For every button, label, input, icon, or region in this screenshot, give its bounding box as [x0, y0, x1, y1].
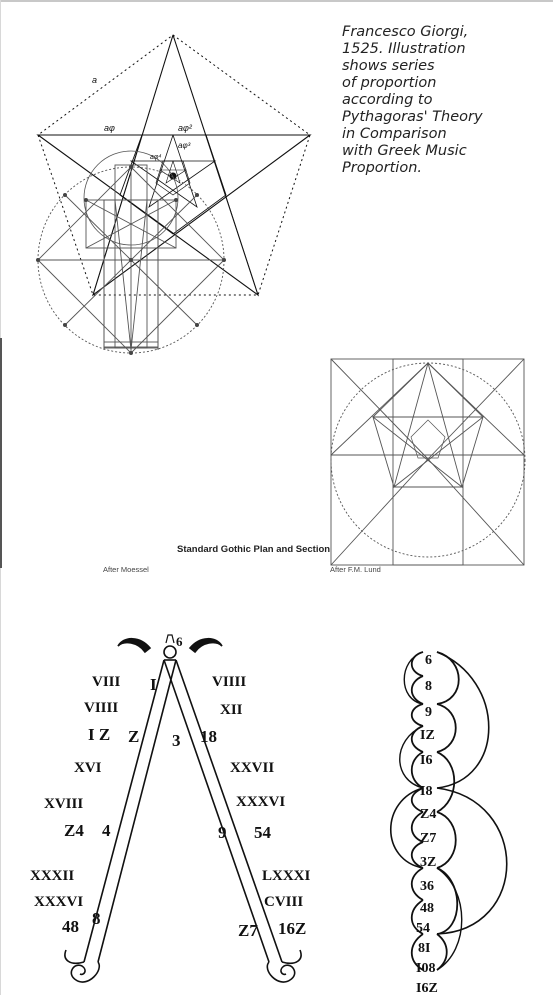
lambda-number: XXXVI — [236, 794, 285, 810]
pentagram-figure — [38, 35, 310, 295]
lambda-number: 18 — [200, 727, 217, 746]
arc-number: 3Z — [420, 855, 436, 870]
lambda-number: 4 — [102, 821, 111, 840]
lambda-number: VIIII — [212, 674, 246, 690]
lambda-right-outer: VIIII XII 18 XXVII XXXVI 54 LXXXI CVIII … — [200, 674, 311, 938]
lambda-number: VIIII — [84, 700, 118, 716]
lambda-number: Z7 — [238, 921, 258, 940]
arc-number: Z4 — [420, 807, 436, 822]
arc-number: I08 — [416, 961, 435, 976]
pentagram-label: aφ³ — [178, 141, 191, 150]
pentagram-label: aφ — [104, 123, 115, 133]
arc-diagram — [391, 652, 507, 970]
lambda-number: XXVII — [230, 760, 274, 776]
lund-credit: After F.M. Lund — [330, 565, 381, 574]
arc-number: I6 — [420, 753, 432, 768]
lambda-number: XVIII — [44, 796, 83, 812]
arc-number: I8 — [420, 784, 432, 799]
gothic-plan-moessel — [38, 151, 224, 353]
arc-number: I6Z — [416, 981, 438, 995]
moessel-credit: After Moessel — [103, 565, 149, 574]
lambda-number: I Z — [88, 725, 110, 744]
lambda-number: XXXVI — [34, 894, 83, 910]
arc-number: 36 — [420, 879, 434, 894]
arc-number: 9 — [425, 705, 432, 720]
lambda-number: 9 — [218, 823, 227, 842]
lambda-left-outer: VIII VIIII I Z XVI XVIII Z4 XXXII XXXVI … — [30, 674, 121, 936]
pentagram-label: aφ² — [178, 123, 193, 133]
arc-number: Z7 — [420, 831, 436, 846]
lambda-number: 54 — [254, 823, 272, 842]
pentagram-label-a: a — [92, 75, 97, 85]
lambda-number: XVI — [74, 760, 102, 776]
arc-number: 48 — [420, 901, 434, 916]
arc-number: 6 — [425, 653, 432, 668]
arc-number: 8I — [418, 941, 430, 956]
gothic-section-lund — [331, 359, 525, 565]
arc-number: 8 — [425, 679, 432, 694]
lambda-number: CVIII — [264, 894, 303, 910]
lambda-number: Z — [128, 727, 139, 746]
pentagram-label: aφ⁴ — [150, 154, 162, 161]
lambda-number: 48 — [62, 917, 79, 936]
lambda-number: LXXXI — [262, 868, 311, 884]
lambda-number: Z4 — [64, 821, 84, 840]
lambda-top-number: 6 — [176, 634, 183, 649]
arc-number: 54 — [416, 921, 430, 936]
lambda-number: I — [150, 675, 157, 694]
gothic-title: Standard Gothic Plan and Section — [177, 544, 330, 555]
lambda-number: 16Z — [278, 919, 306, 938]
lambda-number: 3 — [172, 731, 181, 750]
lambda-number: XXXII — [30, 868, 74, 884]
lambda-number: 8 — [92, 909, 101, 928]
lambda-number: XII — [220, 702, 243, 718]
arc-number: IZ — [420, 728, 435, 743]
lambda-number: VIII — [92, 674, 121, 690]
